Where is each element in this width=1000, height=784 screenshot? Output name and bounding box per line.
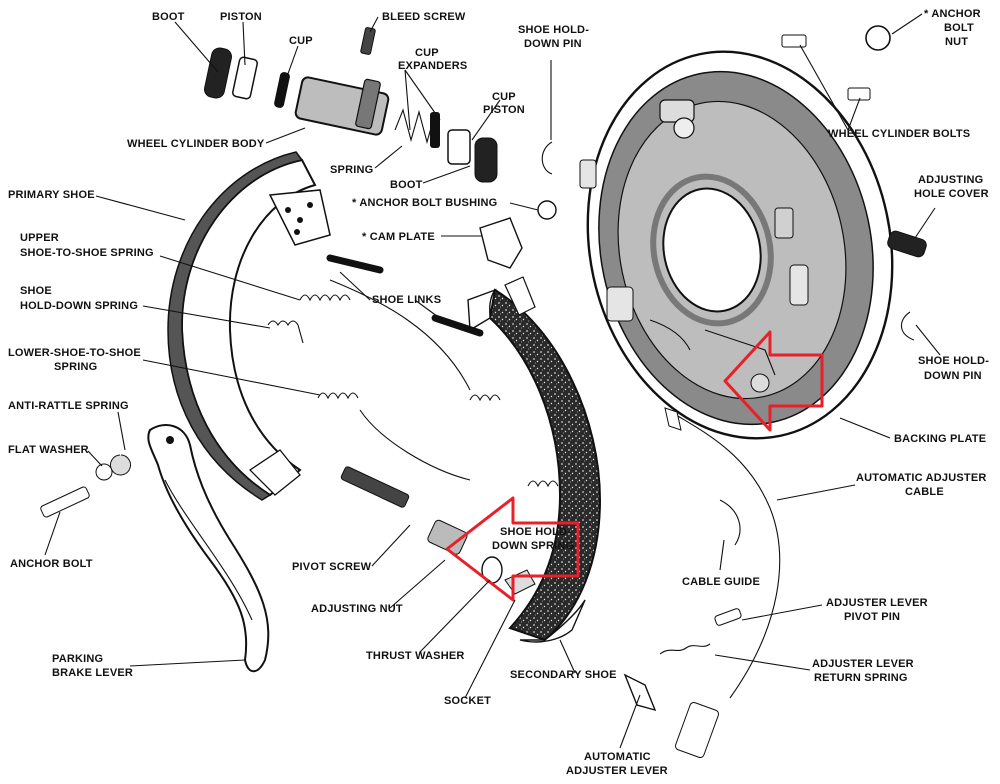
label-secondary-shoe: SECONDARY SHOE — [510, 669, 617, 681]
label-adjusting-nut: ADJUSTING NUT — [311, 603, 403, 615]
label-anchor-bolt: ANCHOR BOLT — [10, 558, 93, 570]
label-hold-down-spring-center-2: DOWN SPRING — [492, 540, 574, 552]
parking-brake-lever — [147, 424, 270, 673]
red-arrow-backing-plate — [723, 330, 824, 432]
label-anchor-bolt-bushing: * ANCHOR BOLT BUSHING — [352, 197, 497, 209]
label-bleed-screw: BLEED SCREW — [382, 11, 466, 23]
label-anchor-bolt-nut-2: BOLT — [944, 22, 974, 34]
label-auto-adjuster-cable-2: CABLE — [905, 486, 944, 498]
label-cup-piston-2: PISTON — [483, 104, 525, 116]
label-pivot-screw: PIVOT SCREW — [292, 561, 372, 573]
label-upper-spring-1: UPPER — [20, 232, 59, 244]
label-shoe-hold-down-pin-right-1: SHOE HOLD- — [918, 355, 989, 367]
label-wheel-cylinder-body: WHEEL CYLINDER BODY — [127, 138, 265, 150]
label-thrust-washer: THRUST WASHER — [366, 650, 465, 662]
label-shoe-hold-down-pin-right-2: DOWN PIN — [924, 370, 982, 382]
label-socket: SOCKET — [444, 695, 491, 707]
label-adjuster-lever-return-spring-1: ADJUSTER LEVER — [812, 658, 914, 670]
label-auto-adjuster-lever-2: ADJUSTER LEVER — [566, 765, 668, 777]
wheel-cylinder — [204, 27, 498, 183]
label-shoe-hold-down-pin-top-2: DOWN PIN — [524, 38, 582, 50]
label-anti-rattle-spring: ANTI-RATTLE SPRING — [8, 400, 129, 412]
label-backing-plate: BACKING PLATE — [894, 433, 986, 445]
label-primary-shoe: PRIMARY SHOE — [8, 189, 95, 201]
label-lower-spring-2: SPRING — [54, 361, 97, 373]
label-adjuster-lever-pivot-pin-1: ADJUSTER LEVER — [826, 597, 928, 609]
label-boot-lower: BOOT — [390, 179, 423, 191]
label-hold-down-spring-center-1: SHOE HOLD- — [500, 526, 571, 538]
label-adjuster-lever-return-spring-2: RETURN SPRING — [814, 672, 908, 684]
label-anchor-bolt-nut-3: NUT — [945, 36, 968, 48]
label-spring: SPRING — [330, 164, 373, 176]
label-cup-expanders-1: CUP — [415, 47, 439, 59]
callout-labels: BOOT PISTON BLEED SCREW CUP CUP EXPANDER… — [8, 8, 989, 777]
label-hold-down-spring-left-2: HOLD-DOWN SPRING — [20, 300, 138, 312]
secondary-shoe — [467, 276, 602, 643]
label-boot-top: BOOT — [152, 11, 185, 23]
label-adjusting-hole-cover-1: ADJUSTING — [918, 174, 983, 186]
label-wheel-cylinder-bolts: WHEEL CYLINDER BOLTS — [828, 128, 970, 140]
label-parking-brake-lever-1: PARKING — [52, 653, 103, 665]
label-cable-guide: CABLE GUIDE — [682, 576, 760, 588]
label-adjuster-lever-pivot-pin-2: PIVOT PIN — [844, 611, 900, 623]
backing-plate — [579, 50, 894, 440]
label-shoe-hold-down-pin-top-1: SHOE HOLD- — [518, 24, 589, 36]
label-cup-piston-1: CUP — [492, 91, 516, 103]
highlight-arrows — [445, 330, 824, 602]
label-adjusting-hole-cover-2: HOLE COVER — [914, 188, 989, 200]
primary-shoe — [167, 151, 331, 501]
label-piston-top: PISTON — [220, 11, 262, 23]
leader-lines — [44, 13, 941, 749]
label-cam-plate: * CAM PLATE — [362, 231, 435, 243]
label-hold-down-spring-left-1: SHOE — [20, 285, 52, 297]
springs — [267, 279, 559, 488]
label-cup-expanders-2: EXPANDERS — [398, 60, 467, 72]
label-flat-washer: FLAT WASHER — [8, 444, 89, 456]
label-auto-adjuster-cable-1: AUTOMATIC ADJUSTER — [856, 472, 987, 484]
label-upper-spring-2: SHOE-TO-SHOE SPRING — [20, 247, 154, 259]
label-parking-brake-lever-2: BRAKE LEVER — [52, 667, 133, 679]
label-auto-adjuster-lever-1: AUTOMATIC — [584, 751, 651, 763]
red-arrow-center — [445, 496, 580, 602]
label-anchor-bolt-nut-1: * ANCHOR — [924, 8, 981, 20]
label-lower-spring-1: LOWER-SHOE-TO-SHOE — [8, 347, 141, 359]
label-cup-left: CUP — [289, 35, 313, 47]
label-shoe-links: SHOE LINKS — [372, 294, 441, 306]
